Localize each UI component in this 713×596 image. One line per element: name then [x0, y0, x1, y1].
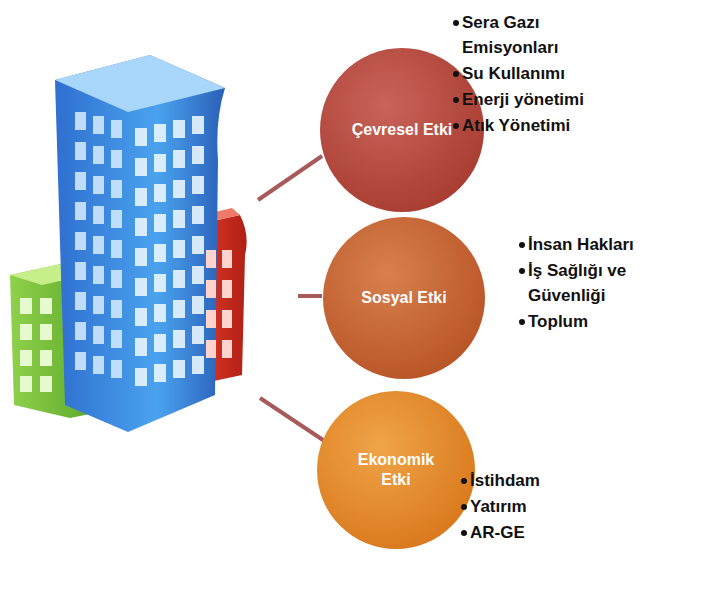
bullet-item: AR-GE [470, 520, 525, 545]
bullet-item: İnsan Hakları [528, 232, 634, 257]
building-tower [55, 55, 225, 432]
impact-item: AR-GE [470, 523, 525, 542]
circle-shape [316, 390, 476, 550]
leader-line [298, 294, 322, 298]
impact-item: Yatırım [470, 497, 527, 516]
bullet-dot [461, 530, 467, 536]
bullet-item: Su Kullanımı [462, 61, 565, 86]
bullet-dot [519, 242, 525, 248]
leader-line [258, 156, 322, 200]
bullet-dot [453, 20, 459, 26]
bullet-dot [453, 123, 459, 129]
circle-label: Çevresel Etki [347, 120, 457, 140]
impact-item: İş Sağlığı ve Güvenliği [528, 261, 626, 305]
bullet-item: İş Sağlığı ve Güvenliği [528, 258, 660, 308]
impact-item: İnsan Hakları [528, 235, 634, 254]
impact-item: İstihdam [470, 471, 540, 490]
bullet-dot [461, 478, 467, 484]
impact-item: Enerji yönetimi [462, 90, 584, 109]
bullet-item: Toplum [528, 309, 588, 334]
bullet-item: Yatırım [470, 494, 527, 519]
impact-item: Atık Yönetimi [462, 116, 570, 135]
leader-line [260, 398, 326, 442]
circle-label: Ekonomik Etki [341, 450, 451, 490]
bullet-item: Atık Yönetimi [462, 113, 570, 138]
impact-item: Su Kullanımı [462, 64, 565, 83]
circle-label: Sosyal Etki [349, 288, 459, 308]
bullet-dot [453, 97, 459, 103]
bullet-dot [461, 504, 467, 510]
bullet-dot [519, 268, 525, 274]
impact-item: Sera Gazı Emisyonları [462, 13, 558, 57]
impact-circle: Sosyal Etki [322, 216, 486, 380]
building-roof [55, 55, 225, 112]
building-windows [20, 112, 232, 392]
bullet-dot [453, 71, 459, 77]
impact-circle: Çevresel Etki [319, 47, 485, 213]
bullet-item: İstihdam [470, 468, 540, 493]
impact-item: Toplum [528, 312, 588, 331]
bullet-dot [519, 319, 525, 325]
bullet-item: Enerji yönetimi [462, 87, 584, 112]
bullet-item: Sera Gazı Emisyonları [462, 10, 580, 60]
impact-circle: Ekonomik Etki [316, 390, 476, 550]
